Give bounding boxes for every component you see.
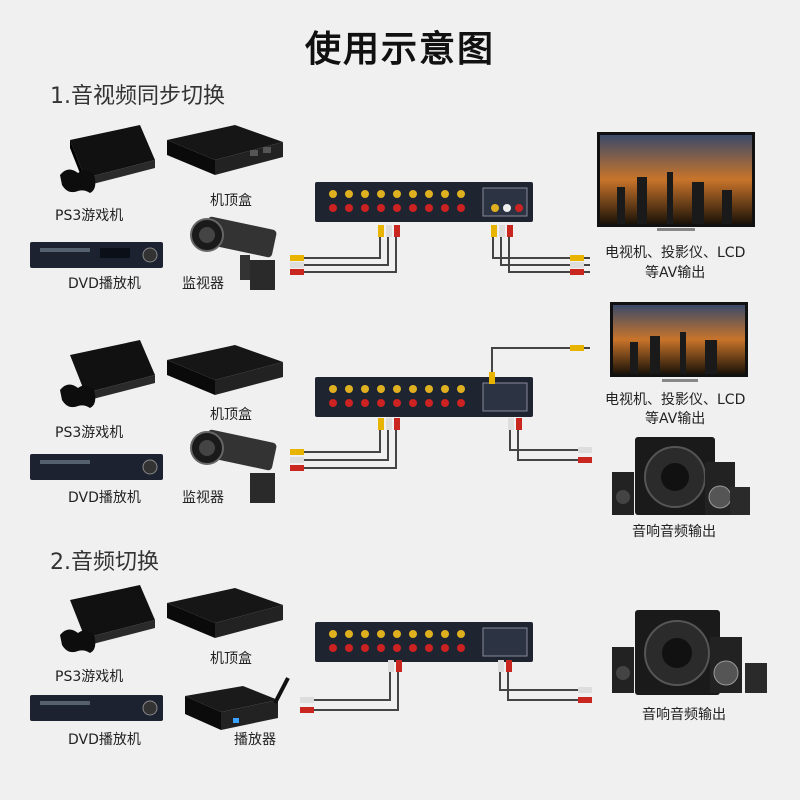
tv-icon-2 bbox=[610, 302, 748, 382]
av-switcher-icon bbox=[315, 182, 533, 222]
stb-label-2: 机顶盒 bbox=[210, 407, 252, 423]
ps3-console-icon-3 bbox=[60, 585, 155, 653]
security-camera-icon-2 bbox=[190, 429, 277, 503]
dvd-label-3: DVD播放机 bbox=[68, 732, 141, 748]
ps3-console-icon bbox=[60, 125, 155, 193]
ps3-label-2: PS3游戏机 bbox=[55, 425, 124, 441]
av-switcher-icon-3 bbox=[315, 622, 533, 662]
set-top-box-icon-2 bbox=[167, 345, 283, 395]
page-title: 使用示意图 bbox=[304, 29, 495, 70]
ps3-console-icon-2 bbox=[60, 340, 155, 408]
speaker-system-icon-2 bbox=[612, 610, 767, 695]
camera-label-2: 监视器 bbox=[182, 490, 224, 506]
tv-label-line1-2: 电视机、投影仪、LCD bbox=[605, 392, 746, 408]
set-top-box-icon-3 bbox=[167, 588, 283, 638]
dvd-player-icon-2 bbox=[30, 454, 163, 480]
tv-label-line2-2: 等AV输出 bbox=[645, 411, 706, 427]
ps3-label: PS3游戏机 bbox=[55, 208, 124, 224]
speaker-label-1: 音响音频输出 bbox=[632, 524, 716, 540]
stb-label-3: 机顶盒 bbox=[210, 651, 252, 667]
set-top-box-icon bbox=[167, 125, 283, 175]
player-label: 播放器 bbox=[234, 732, 276, 748]
dvd-player-icon bbox=[30, 242, 163, 268]
dvd-label: DVD播放机 bbox=[68, 276, 141, 292]
dvd-player-icon-3 bbox=[30, 695, 163, 721]
section-heading-av-sync: 1.音视频同步切换 bbox=[50, 84, 225, 109]
security-camera-icon bbox=[190, 216, 277, 290]
tv-label-line1: 电视机、投影仪、LCD bbox=[605, 245, 746, 261]
media-player-icon bbox=[185, 677, 290, 730]
tv-icon bbox=[597, 132, 755, 231]
ps3-label-3: PS3游戏机 bbox=[55, 669, 124, 685]
speaker-system-icon bbox=[612, 437, 750, 515]
av-switcher-icon-2 bbox=[315, 377, 533, 417]
stb-label: 机顶盒 bbox=[210, 193, 252, 209]
dvd-label-2: DVD播放机 bbox=[68, 490, 141, 506]
tv-label-line2: 等AV输出 bbox=[645, 265, 706, 281]
section-heading-audio: 2.音频切换 bbox=[50, 550, 159, 575]
camera-label: 监视器 bbox=[182, 276, 224, 292]
speaker-label-2: 音响音频输出 bbox=[642, 707, 726, 723]
